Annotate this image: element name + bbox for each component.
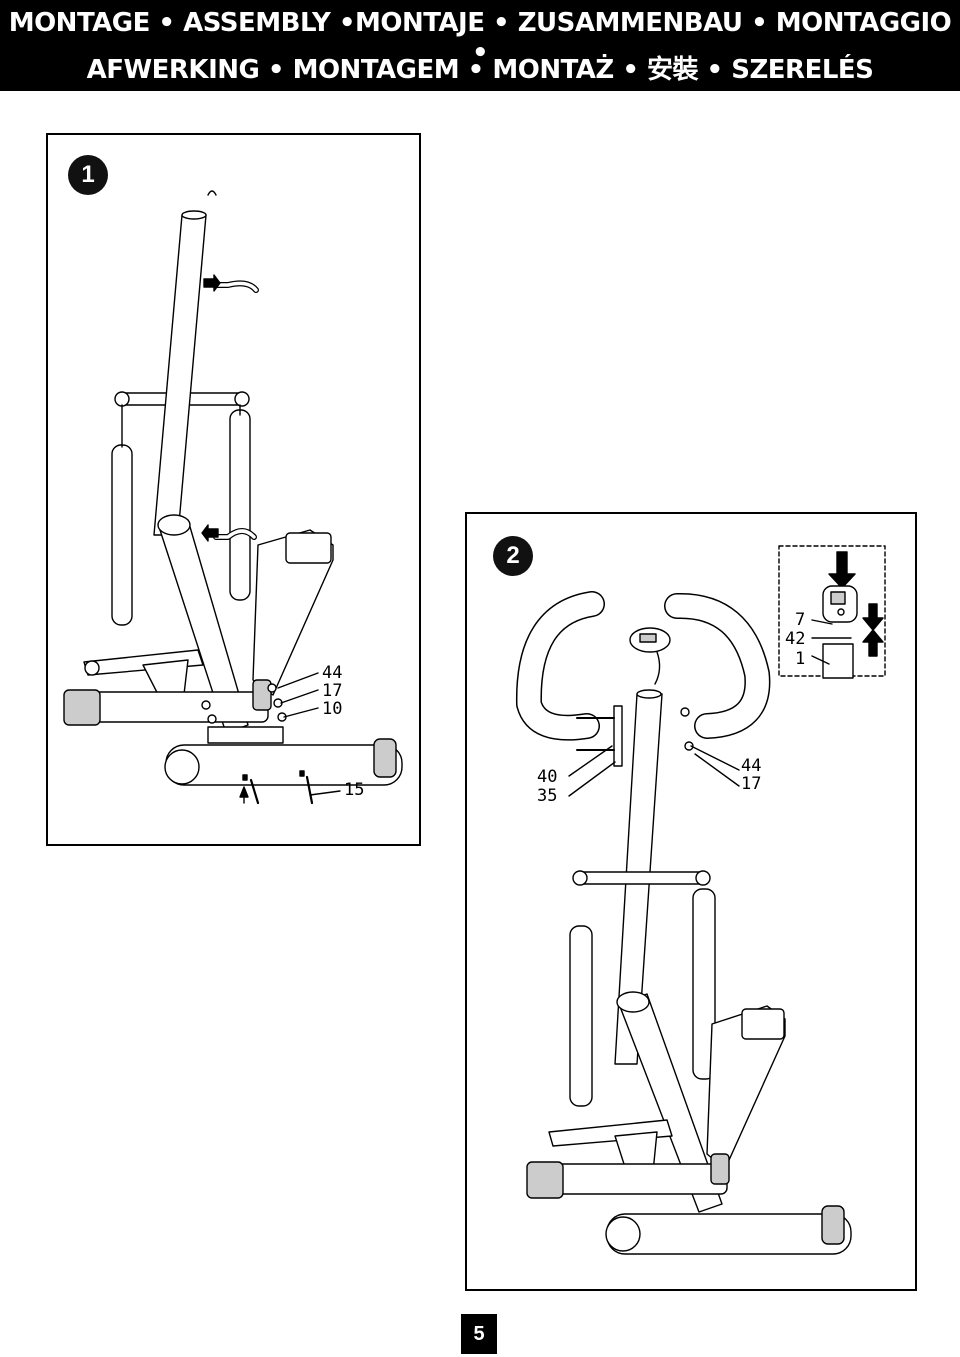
front-base-tube [165, 744, 403, 786]
step-2-illustration: 40 35 44 17 7 42 1 [515, 545, 886, 1255]
header-title-line-2: AFWERKING • MONTAGEM • MONTAŻ • 安裝 • SZE… [86, 55, 874, 85]
pedal-arm [252, 529, 334, 696]
step-1-badge: 1 [68, 155, 108, 195]
step-1-illustration: 44 17 10 15 [63, 190, 403, 805]
page-header: MONTAGE • ASSEMBLY •MONTAJE • ZUSAMMENBA… [0, 0, 960, 91]
callout-17: 17 [322, 681, 342, 701]
callout-15: 15 [344, 780, 364, 800]
right-cylinder [229, 409, 251, 601]
base-bracket [207, 726, 284, 744]
detail-label-1: 1 [795, 649, 805, 669]
right-cylinder [692, 888, 716, 1080]
left-cylinder [111, 444, 133, 626]
rear-base-tube [87, 691, 269, 723]
step-2-panel: 2 [465, 512, 917, 1291]
step-1-panel: 1 [46, 133, 421, 846]
page-number: 5 [461, 1314, 497, 1354]
detail-label-42: 42 [785, 629, 805, 649]
callout-44: 44 [322, 663, 342, 683]
step-2-badge: 2 [493, 536, 533, 576]
left-cylinder [569, 925, 593, 1107]
header-title-line-1: MONTAGE • ASSEMBLY •MONTAJE • ZUSAMMENBA… [8, 8, 952, 68]
callout-40: 40 [537, 767, 557, 787]
callout-44: 44 [741, 756, 761, 776]
front-base-tube [606, 1213, 852, 1255]
detail-label-7: 7 [795, 610, 805, 630]
callout-35: 35 [537, 786, 557, 806]
callout-10: 10 [322, 699, 342, 719]
callout-17: 17 [741, 774, 761, 794]
upright-column [153, 214, 207, 536]
